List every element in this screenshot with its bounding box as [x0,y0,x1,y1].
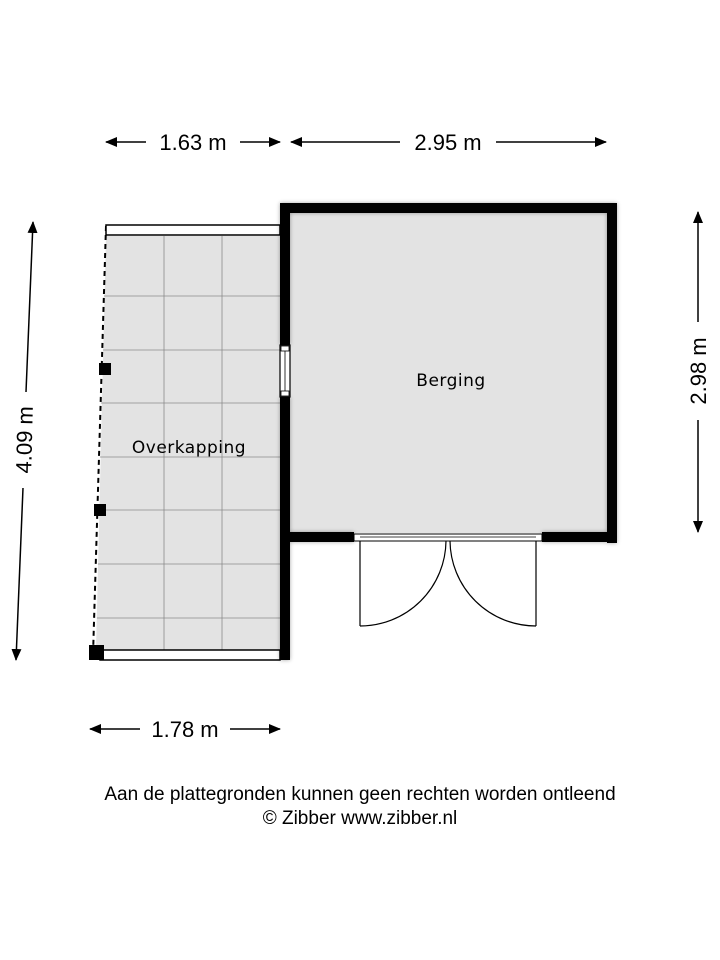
dimension-label-top-left: 1.63 m [159,130,226,155]
room-label-overkapping: Overkapping [132,438,246,458]
dimension-left: 4.09 m [11,221,38,661]
dimension-top-right: 2.95 m [290,130,607,155]
door-swing-left [359,540,447,627]
dimension-top-left: 1.63 m [105,130,281,155]
overkapping-tile-grid [97,236,280,650]
disclaimer-text: Aan de plattegronden kunnen geen rechten… [104,784,616,805]
overkapping-floor [96,236,280,650]
post-middle [94,504,106,516]
dimension-label-top-right: 2.95 m [414,130,481,155]
overkapping-top-beam [105,224,281,236]
berging-floor [289,212,608,533]
door-swing-right [449,540,537,627]
berging-walls [280,203,617,660]
berging-door-frame [353,533,543,542]
overkapping-bottom-beam [99,649,281,661]
dimension-bottom: 1.78 m [89,717,281,742]
dimension-label-right: 2.98 m [686,337,711,404]
dimension-label-bottom: 1.78 m [151,717,218,742]
room-label-berging: Berging [416,371,485,391]
post-corner [89,645,104,660]
copyright-text: © Zibber www.zibber.nl [262,808,458,829]
berging-window [279,344,291,398]
dimension-right: 2.98 m [686,211,711,533]
post-upper [99,363,111,375]
berging-double-door [359,540,537,627]
berging-room [279,203,617,660]
dimension-label-left: 4.09 m [11,406,38,474]
overkapping-area [89,224,281,661]
